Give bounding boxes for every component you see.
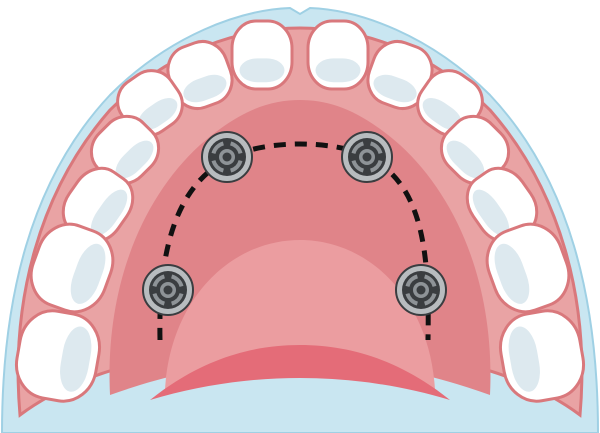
- tooth-right-first-molar: [485, 222, 571, 314]
- implant-icon: [142, 264, 194, 316]
- palate-front: [150, 345, 450, 400]
- implants: [142, 131, 447, 316]
- implant-guide-dashed-line: [157, 141, 431, 341]
- tooth-right-second-premolar: [465, 166, 539, 244]
- teeth: [14, 19, 586, 403]
- implant-icon: [201, 131, 253, 183]
- implant-icon: [395, 264, 447, 316]
- implant-icon: [341, 131, 393, 183]
- tooth-left-second-molar: [14, 309, 102, 403]
- tooth-right-lateral-incisor: [366, 40, 434, 110]
- tooth-left-central-incisor: [230, 19, 294, 91]
- tooth-left-first-molar: [29, 222, 115, 314]
- tooth-right-second-molar: [498, 309, 586, 403]
- palate-highlight: [165, 240, 435, 390]
- tooth-right-central-incisor: [306, 19, 370, 91]
